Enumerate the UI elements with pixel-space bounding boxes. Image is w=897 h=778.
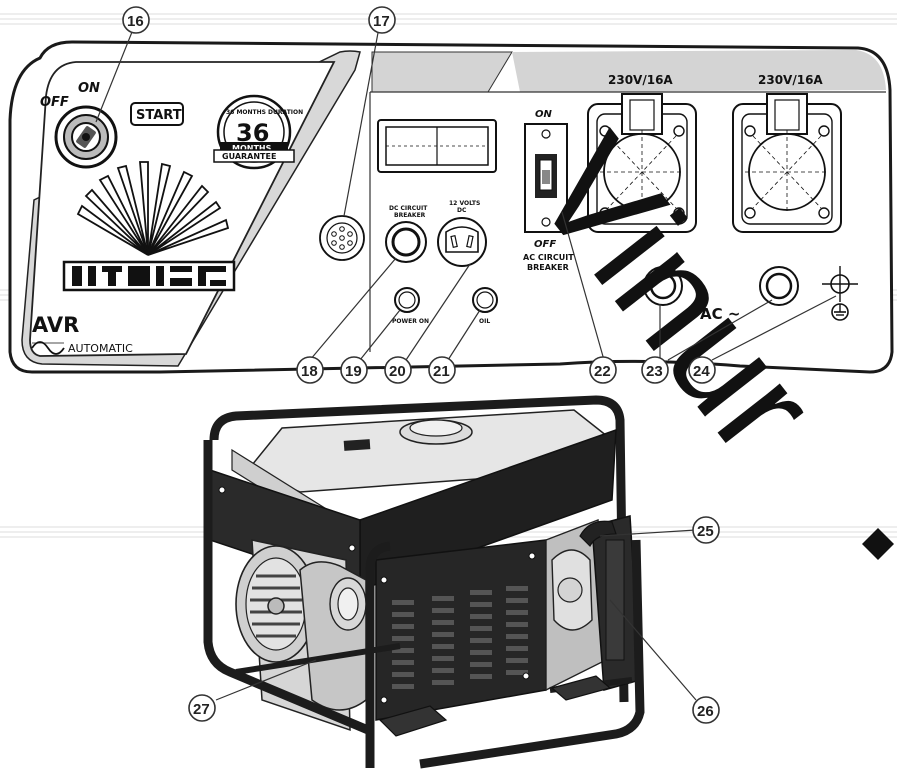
callout-20-label: 20 <box>389 363 406 380</box>
ac-thermal-protector-1[interactable] <box>643 266 683 306</box>
ac-socket-2[interactable] <box>732 93 842 233</box>
callout-22: 22 <box>589 356 617 384</box>
avr-label: AVR <box>32 313 79 337</box>
callout-20: 20 <box>384 356 412 384</box>
power-on-label: POWER ON <box>392 318 429 325</box>
brand-logo <box>62 260 236 292</box>
callout-26-label: 26 <box>697 703 714 720</box>
socket-2-rating: 230V/16A <box>758 73 823 87</box>
power-on-indicator-lamp <box>394 287 420 313</box>
ac-breaker-off-label: OFF <box>534 239 556 250</box>
watermark-diamond <box>862 528 894 560</box>
dc-circuit-breaker-button[interactable] <box>385 221 427 263</box>
generator-illustration <box>203 395 645 769</box>
callout-leaders <box>95 21 837 701</box>
automatic-label: AUTOMATIC <box>68 342 133 355</box>
start-label-box: START <box>130 102 184 126</box>
callout-24: 24 <box>688 356 716 384</box>
callout-23-label: 23 <box>646 363 663 380</box>
dc-cover-plate <box>377 119 497 173</box>
guarantee-top-text: 36 MONTHS DURATION <box>226 109 303 116</box>
callout-23: 23 <box>641 356 669 384</box>
ac-thermal-protector-2[interactable] <box>759 266 799 306</box>
callout-22-label: 22 <box>594 363 611 380</box>
callout-16-label: 16 <box>127 13 144 30</box>
ac-breaker-label-1: AC CIRCUIT <box>523 253 574 262</box>
dc-breaker-label-1: DC CIRCUIT <box>389 205 428 212</box>
ac-breaker-on-label: ON <box>535 109 553 120</box>
brand-fan-icon <box>76 161 230 256</box>
ground-terminal-icon[interactable] <box>822 266 858 321</box>
guarantee-bottom: GUARANTEE <box>222 152 276 161</box>
ac-label: AC ~ <box>700 305 740 323</box>
key-switch[interactable] <box>54 105 118 169</box>
socket-1-rating: 230V/16A <box>608 73 673 87</box>
callout-21: 21 <box>428 356 456 384</box>
oil-label: OIL <box>479 318 490 325</box>
switch-off-label: OFF <box>40 95 69 110</box>
ac-socket-1[interactable] <box>587 93 697 233</box>
callout-21-label: 21 <box>433 363 450 380</box>
ac-breaker-label-2: BREAKER <box>527 263 569 272</box>
callout-19-label: 19 <box>345 363 362 380</box>
callout-16: 16 <box>122 6 150 34</box>
dc-connector-socket[interactable] <box>319 215 365 261</box>
callout-25: 25 <box>692 516 720 544</box>
callout-17-label: 17 <box>373 13 390 30</box>
callout-27-label: 27 <box>193 701 210 718</box>
callout-24-label: 24 <box>693 363 710 380</box>
dc-breaker-label-2: BREAKER <box>394 212 426 219</box>
guarantee-seal: 36 MONTHS DURATION 36 MONTHS GUARANTEE <box>213 94 303 170</box>
volts-dc-label-1: 12 VOLTS <box>449 200 480 207</box>
callout-18-label: 18 <box>301 363 318 380</box>
start-label: START <box>136 108 182 123</box>
dc-12v-outlet[interactable] <box>437 217 487 267</box>
callout-27: 27 <box>188 694 216 722</box>
callout-26: 26 <box>692 696 720 724</box>
oil-warning-lamp <box>472 287 498 313</box>
callout-19: 19 <box>340 356 368 384</box>
switch-on-label: ON <box>78 81 100 96</box>
callout-17: 17 <box>368 6 396 34</box>
volts-dc-label-2: DC <box>457 207 467 214</box>
callout-18: 18 <box>296 356 324 384</box>
guarantee-months: MONTHS <box>232 144 272 153</box>
callout-25-label: 25 <box>697 523 714 540</box>
ac-circuit-breaker-switch[interactable] <box>524 123 568 233</box>
